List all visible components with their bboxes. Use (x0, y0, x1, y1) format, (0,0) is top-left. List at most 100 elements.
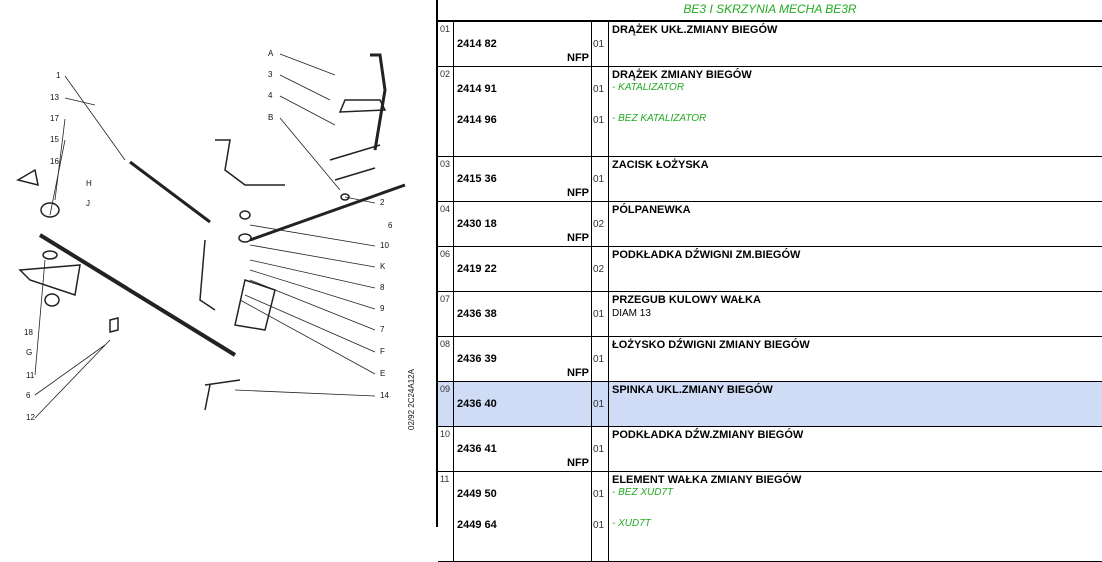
svg-text:1: 1 (56, 71, 61, 80)
description-cell: ELEMENT WAŁKA ZMIANY BIEGÓW- BEZ XUD7T- … (609, 472, 1102, 561)
qty-cell: 01 (592, 382, 609, 426)
description-cell: PODKŁADKA DŹWIGNI ZM.BIEGÓW (609, 247, 1102, 291)
part-title: ZACISK ŁOŻYSKA (612, 159, 709, 171)
part-number[interactable]: 2436 38 (457, 308, 497, 320)
part-cell: 2414 91 2414 96 (454, 67, 592, 156)
variant-note: - BEZ XUD7T (612, 487, 674, 498)
svg-text:14: 14 (380, 391, 389, 400)
svg-text:10: 10 (380, 241, 389, 250)
quantity: 01 (593, 115, 605, 126)
ref-number: 10 (438, 427, 454, 471)
svg-text:9: 9 (380, 304, 385, 313)
description-cell: DRĄŻEK UKŁ.ZMIANY BIEGÓW (609, 22, 1102, 66)
part-title: ŁOŻYSKO DŹWIGNI ZMIANY BIEGÓW (612, 339, 810, 351)
svg-text:B: B (268, 113, 273, 122)
svg-text:17: 17 (50, 114, 59, 123)
qty-cell: 02 (592, 247, 609, 291)
part-title: PÓLPANEWKA (612, 204, 691, 216)
svg-text:G: G (26, 348, 32, 357)
part-number[interactable]: 2414 96 (457, 114, 497, 126)
description-cell: ZACISK ŁOŻYSKA (609, 157, 1102, 201)
svg-text:12: 12 (26, 413, 35, 422)
part-number[interactable]: 2414 91 (457, 83, 497, 95)
quantity: 01 (593, 399, 605, 410)
ref-number: 09 (438, 382, 454, 426)
description-cell: DRĄŻEK ZMIANY BIEGÓW- KATALIZATOR- BEZ K… (609, 67, 1102, 156)
svg-text:18: 18 (24, 328, 33, 337)
svg-text:15: 15 (50, 135, 59, 144)
part-number[interactable]: 2430 18 (457, 218, 497, 230)
svg-text:16: 16 (50, 157, 59, 166)
table-row[interactable]: 04 2430 18 NFP 02 PÓLPANEWKA (438, 202, 1102, 247)
part-title: ELEMENT WAŁKA ZMIANY BIEGÓW (612, 474, 802, 486)
quantity: 01 (593, 354, 605, 365)
part-title: PRZEGUB KULOWY WAŁKA (612, 294, 761, 306)
ref-number: 04 (438, 202, 454, 246)
part-cell: 2449 50 2449 64 (454, 472, 592, 561)
part-number[interactable]: 2436 40 (457, 398, 497, 410)
part-number[interactable]: 2449 50 (457, 488, 497, 500)
variant-note: - KATALIZATOR (612, 82, 685, 93)
callout-labels: 1 13 17 15 16 H J 18 G 11 6 12 A 3 4 B 2… (24, 49, 416, 430)
svg-text:02/92 2C24A12A: 02/92 2C24A12A (407, 368, 416, 430)
svg-text:6: 6 (26, 391, 31, 400)
qty-cell: 01 (592, 292, 609, 336)
table-row[interactable]: 09 2436 40 01 SPINKA UKL.ZMIANY BIEGÓW (438, 382, 1102, 427)
svg-text:J: J (86, 199, 90, 208)
part-cell: 2415 36 NFP (454, 157, 592, 201)
nfp-badge: NFP (567, 457, 589, 469)
part-title: DRĄŻEK UKŁ.ZMIANY BIEGÓW (612, 24, 778, 36)
ref-number: 08 (438, 337, 454, 381)
part-number[interactable]: 2419 22 (457, 263, 497, 275)
part-number[interactable]: 2415 36 (457, 173, 497, 185)
nfp-badge: NFP (567, 367, 589, 379)
description-cell: PÓLPANEWKA (609, 202, 1102, 246)
part-number[interactable]: 2449 64 (457, 519, 497, 531)
section-title: BE3 I SKRZYNIA MECHA BE3R (438, 0, 1102, 22)
part-note: DIAM 13 (612, 308, 651, 319)
svg-text:H: H (86, 179, 92, 188)
part-number[interactable]: 2414 82 (457, 38, 497, 50)
table-row[interactable]: 08 2436 39 NFP 01 ŁOŻYSKO DŹWIGNI ZMIANY B… (438, 337, 1102, 382)
svg-text:A: A (268, 49, 274, 58)
description-cell: PRZEGUB KULOWY WAŁKA DIAM 13 (609, 292, 1102, 336)
nfp-badge: NFP (567, 187, 589, 199)
svg-text:6: 6 (388, 221, 393, 230)
qty-cell: 02 (592, 202, 609, 246)
part-number[interactable]: 2436 41 (457, 443, 497, 455)
part-title: PODKŁADKA DŹWIGNI ZM.BIEGÓW (612, 249, 801, 261)
quantity: 01 (593, 174, 605, 185)
ref-number: 07 (438, 292, 454, 336)
nfp-badge: NFP (567, 232, 589, 244)
quantity: 01 (593, 84, 605, 95)
exploded-view-drawing: 1 13 17 15 16 H J 18 G 11 6 12 A 3 4 B 2… (16, 49, 416, 430)
svg-text:4: 4 (268, 91, 273, 100)
svg-text:F: F (380, 347, 385, 356)
ref-number: 01 (438, 22, 454, 66)
part-title: SPINKA UKL.ZMIANY BIEGÓW (612, 384, 773, 396)
quantity: 01 (593, 444, 605, 455)
table-row[interactable]: 07 2436 38 01 PRZEGUB KULOWY WAŁKA DIAM 13 (438, 292, 1102, 337)
part-cell: 2419 22 (454, 247, 592, 291)
svg-text:E: E (380, 369, 385, 378)
quantity: 02 (593, 219, 605, 230)
svg-text:K: K (380, 262, 386, 271)
svg-text:11: 11 (26, 371, 35, 380)
part-cell: 2436 41 NFP (454, 427, 592, 471)
description-cell: SPINKA UKL.ZMIANY BIEGÓW (609, 382, 1102, 426)
part-cell: 2436 40 (454, 382, 592, 426)
part-number[interactable]: 2436 39 (457, 353, 497, 365)
svg-text:2: 2 (380, 198, 385, 207)
part-cell: 2430 18 NFP (454, 202, 592, 246)
description-cell: ŁOŻYSKO DŹWIGNI ZMIANY BIEGÓW (609, 337, 1102, 381)
svg-text:13: 13 (50, 93, 59, 102)
